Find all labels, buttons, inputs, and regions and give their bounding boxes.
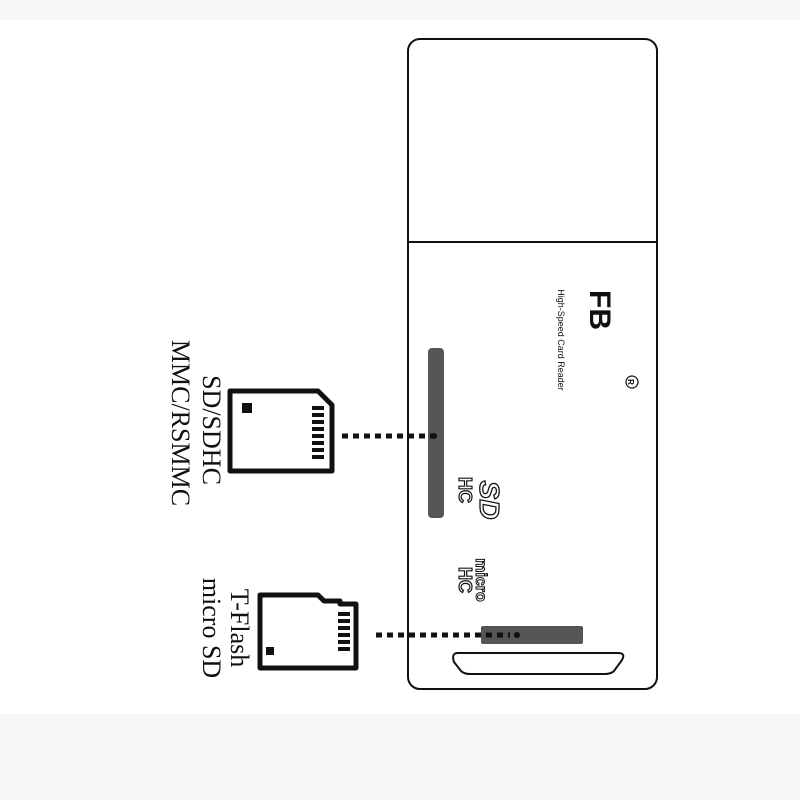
microsd-card-slot [481,626,583,644]
brand-logo: FB [583,290,616,330]
product-line-group: High-Speed Card Reader [556,289,566,391]
sd-card-illustration [227,388,335,474]
microsdhc-badge-group: HC [454,566,475,593]
micro-label-line1-group: T-Flash [225,589,254,668]
sd-contact [312,420,324,424]
microsd-card-outline [257,592,359,671]
product-line-label: High-Speed Card Reader [556,289,566,391]
registered-mark-group: R [625,375,639,389]
sd-contact [312,406,324,410]
microsd-contact [338,640,350,644]
sd-logo-group: SD [473,480,505,520]
sd-contact [312,427,324,431]
sd-card-outline [227,388,335,474]
registered-circle [625,375,639,389]
micro-label-line1: T-Flash [225,589,254,668]
micro-label-line2-group: micro SD [197,578,226,678]
card-reader-body [407,38,658,690]
microsd-card-illustration [257,592,359,671]
microsd-contact [338,619,350,623]
sd-label-line2: MMC/RSMMC [166,340,195,506]
sd-card-lock-notch [242,403,252,413]
micro-label-line2: micro SD [197,578,226,678]
sd-label-line1: SD/SDHC [197,375,226,485]
top-band [0,0,800,20]
sdhc-badge-group: HC [454,476,475,503]
microsdhc-badge: HC [455,567,475,593]
sd-contact [312,441,324,445]
microsd-card-notch [266,647,274,655]
sd-label-line1-group: SD/SDHC [197,375,226,485]
brand-area: FB [583,290,616,330]
sd-contact [312,434,324,438]
usb-connector-opening [452,652,625,675]
microsd-logo: micro [472,558,489,602]
bottom-band [0,714,800,800]
microsd-contact [338,626,350,630]
sd-card-slot [428,348,444,518]
sd-contact [312,455,324,459]
microsd-contact [338,633,350,637]
sd-logo: SD [474,481,505,520]
microsd-logo-group: micro [472,558,490,603]
sd-contact [312,413,324,417]
sdhc-badge: HC [455,477,475,503]
sd-connector-dot [431,433,437,439]
registered-mark: R [626,379,635,385]
microsd-contact [338,612,350,616]
reader-outline [407,38,658,690]
sd-label-line2-group: MMC/RSMMC [166,340,195,506]
microsd-connector-dot [514,632,520,638]
microsd-contact [338,647,350,651]
sd-contact [312,448,324,452]
